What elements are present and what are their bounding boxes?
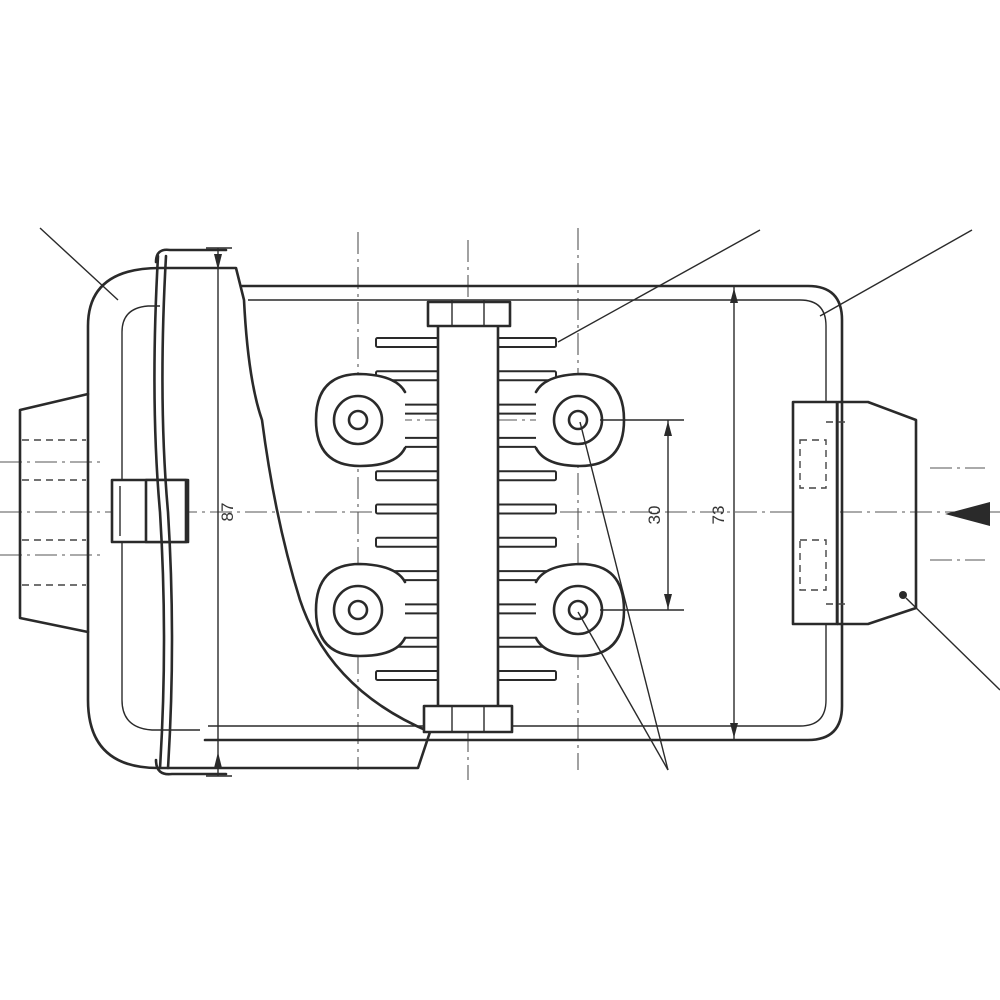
dimension-hole-spacing: 30 — [600, 419, 684, 611]
mounting-boss-bottom-right — [534, 562, 626, 658]
left-end-cap — [86, 266, 432, 770]
terminal-finger-right — [497, 670, 557, 681]
terminal-finger-right — [497, 470, 557, 482]
left-cable-gland — [18, 392, 90, 634]
terminal-finger-right — [497, 370, 557, 382]
terminal-finger-left — [375, 470, 439, 482]
right-cable-gland — [791, 400, 918, 626]
terminal-finger-left — [375, 337, 439, 348]
dimension-label-height-right: 73 — [709, 506, 728, 525]
callout-leaders — [39, 227, 1000, 771]
mounting-boss-top-left — [314, 372, 407, 468]
terminal-finger-right — [497, 536, 557, 548]
dimension-height-left: 87 — [206, 247, 237, 777]
terminal-finger-left — [375, 536, 439, 548]
dimension-label-hole-spacing: 30 — [645, 506, 664, 525]
terminal-finger-left — [375, 503, 439, 515]
latch-clip — [110, 478, 190, 544]
dimension-height-right: 73 — [709, 286, 738, 740]
terminal-strip — [422, 300, 514, 734]
terminal-finger-right — [497, 503, 557, 515]
wire-bail — [153, 248, 228, 776]
terminal-finger-right — [497, 337, 557, 348]
terminal-finger-left — [375, 670, 439, 681]
arrow-marker-icon — [945, 502, 990, 526]
dimension-label-height-left: 87 — [218, 503, 237, 522]
mounting-boss-bottom-left — [314, 562, 407, 658]
